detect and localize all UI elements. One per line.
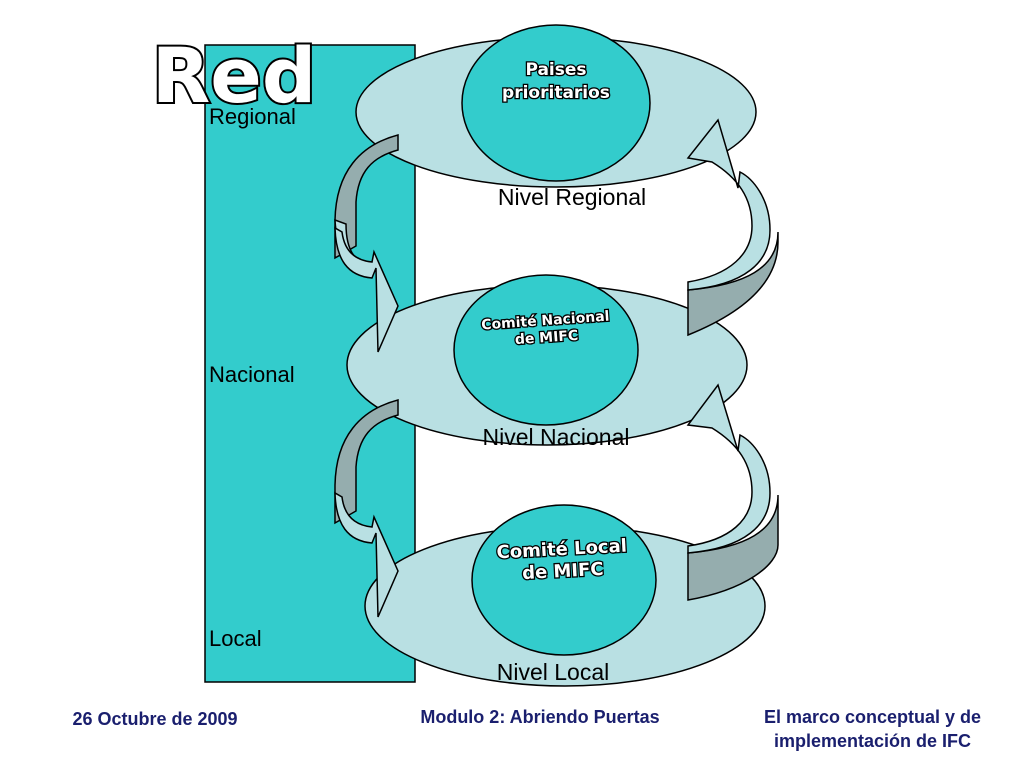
inner-label-paises: Paises <box>525 60 586 80</box>
arrow-down-regional-to-nacional <box>334 134 399 353</box>
bar-label-regional: Regional <box>209 104 296 129</box>
inner-label-de-mifc-local: de MIFC <box>522 559 604 584</box>
footer-module: Modulo 2: Abriendo Puertas <box>420 707 660 727</box>
arrow-down-nacional-to-local <box>334 399 399 618</box>
inner-label-prioritarios: prioritarios <box>502 83 610 103</box>
inner-label-de-mifc-nacional: de MIFC <box>514 328 578 348</box>
level-label-nacional: Nivel Nacional <box>482 424 629 450</box>
arrow-up-nacional-to-regional <box>686 118 779 337</box>
level-label-local: Nivel Local <box>497 659 610 685</box>
bar-label-nacional: Nacional <box>209 362 295 387</box>
footer-framework: El marco conceptual y de implementación … <box>763 707 982 751</box>
footer-date: 26 Octubre de 2009 <box>72 709 238 729</box>
level-label-regional: Nivel Regional <box>498 184 646 210</box>
arrow-up-local-to-nacional <box>686 383 779 601</box>
circle-paises-prioritarios <box>461 24 651 182</box>
circle-comite-nacional <box>453 274 639 426</box>
title-red: Red <box>152 31 316 120</box>
bar-label-local: Local <box>209 626 262 651</box>
circle-comite-local <box>471 504 657 656</box>
